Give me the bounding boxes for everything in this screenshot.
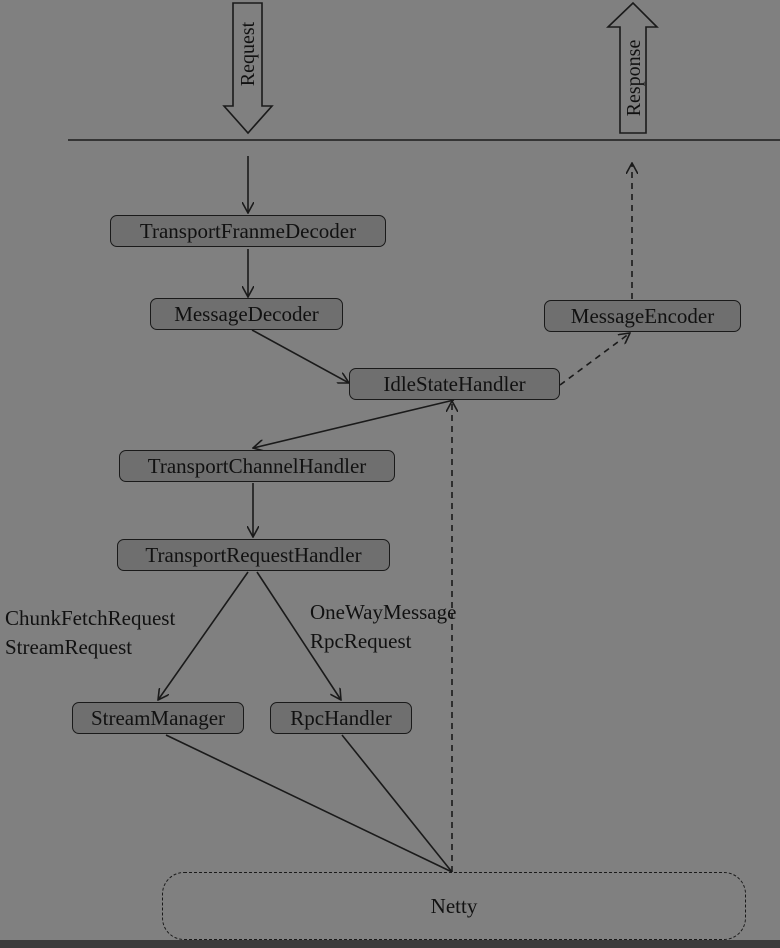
arrow-message-decoder-to-idle xyxy=(251,329,349,383)
bottom-edge-bar xyxy=(0,940,780,948)
message-encoder-node: MessageEncoder xyxy=(544,300,741,332)
message-decoder-node: MessageDecoder xyxy=(150,298,343,330)
response-arrow-shape xyxy=(606,1,659,134)
transport-channel-handler-node: TransportChannelHandler xyxy=(119,450,395,482)
request-label: Request xyxy=(237,21,259,87)
netty-label: Netty xyxy=(430,893,478,918)
line-rpc-handler-to-netty xyxy=(341,734,453,873)
response-label: Response xyxy=(623,39,645,117)
edge-label-chunk-fetch-request: ChunkFetchRequest xyxy=(5,606,176,630)
arrow-idle-to-channel-handler xyxy=(253,399,455,448)
arrow-request-handler-to-stream-manager xyxy=(158,571,249,700)
edge-label-right: OneWayMessage RpcRequest xyxy=(310,598,456,656)
transport-frame-decoder-node: TransportFranmeDecoder xyxy=(110,215,386,247)
transport-request-handler-node: TransportRequestHandler xyxy=(117,539,390,571)
stream-manager-node: StreamManager xyxy=(72,702,244,734)
edge-label-rpc-request: RpcRequest xyxy=(310,629,412,653)
edge-label-left: ChunkFetchRequest StreamRequest xyxy=(5,604,175,662)
edge-label-one-way-message: OneWayMessage xyxy=(310,600,457,624)
idle-state-handler-node: IdleStateHandler xyxy=(349,368,560,400)
rpc-handler-node: RpcHandler xyxy=(270,702,412,734)
arrow-request-handler-to-rpc-handler xyxy=(256,571,341,700)
edge-label-stream-request: StreamRequest xyxy=(5,635,133,659)
netty-node: Netty xyxy=(162,872,746,940)
request-arrow-shape xyxy=(222,2,274,135)
dashed-arrow-idle-to-encoder xyxy=(559,333,630,386)
line-stream-manager-to-netty xyxy=(165,734,453,873)
